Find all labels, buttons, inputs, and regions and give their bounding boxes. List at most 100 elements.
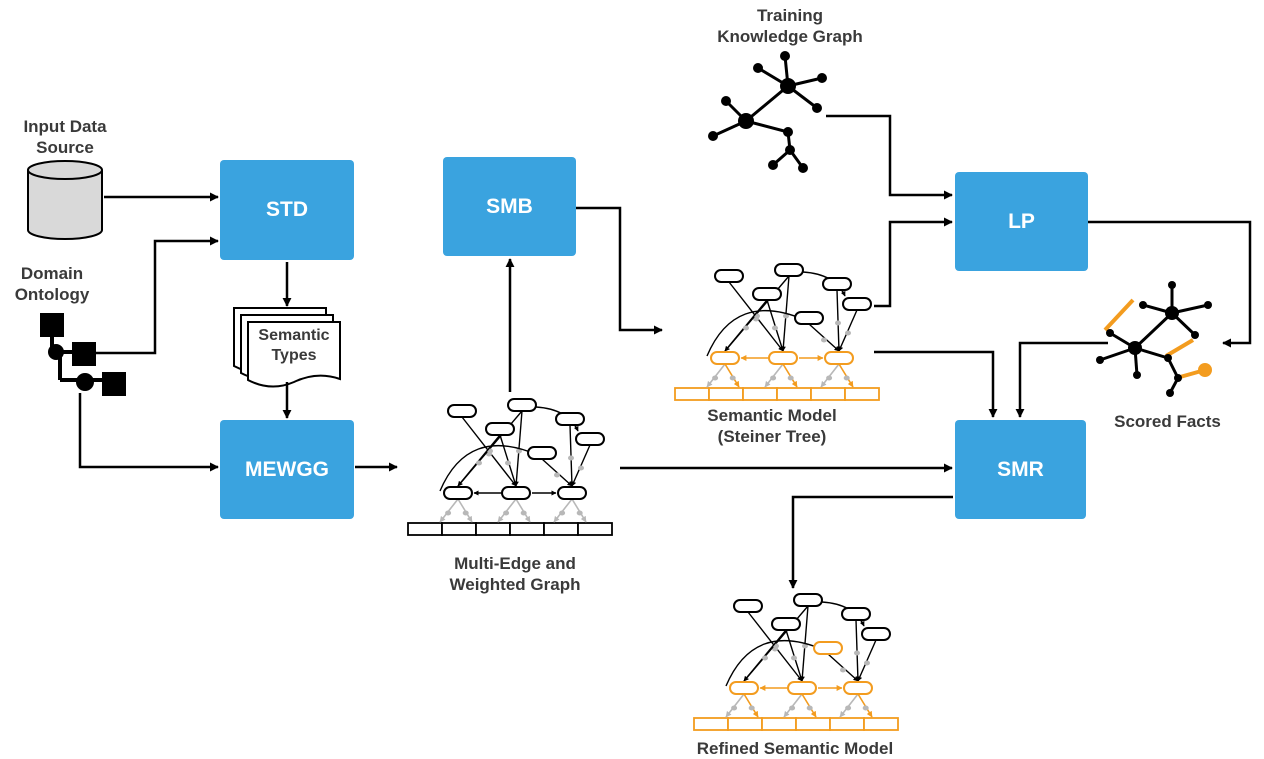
column-cell xyxy=(863,717,899,731)
arrow-facts-to-smr xyxy=(1015,341,1108,418)
smr-module[interactable]: SMR xyxy=(955,420,1086,519)
column-edge xyxy=(782,363,798,388)
arrow-sm-to-lp xyxy=(874,217,953,308)
edge-weight-dot xyxy=(843,375,850,381)
graph-node xyxy=(842,297,872,311)
column-edge xyxy=(801,693,817,718)
input-data-source-line-2: Source xyxy=(36,138,94,157)
std-module-label: STD xyxy=(266,198,308,221)
semantic-types-line-2: Types xyxy=(271,347,317,364)
graph-node xyxy=(752,287,782,301)
column-cell xyxy=(844,387,880,401)
edge-weight-dot xyxy=(845,330,851,336)
multi-edge-graph-line-1: Multi-Edge and xyxy=(454,554,576,573)
mewgg-module-label: MEWGG xyxy=(245,457,329,481)
column-cell xyxy=(708,387,744,401)
arrow-smb-to-sm xyxy=(576,206,663,335)
edge-weight-dot xyxy=(802,643,808,649)
column-edge xyxy=(764,363,784,388)
graph-arc xyxy=(439,444,539,492)
edge-weight-dot xyxy=(845,705,852,711)
graph-node xyxy=(501,486,531,500)
column-edge xyxy=(783,693,803,718)
mewgg-module[interactable]: MEWGG xyxy=(220,420,354,519)
lp-module[interactable]: LP xyxy=(955,172,1088,271)
smb-module-label: SMB xyxy=(486,194,533,218)
graph-node xyxy=(861,627,891,641)
column-edge xyxy=(571,498,587,523)
lp-module-label: LP xyxy=(1008,209,1035,233)
smb-module[interactable]: SMB xyxy=(443,157,576,256)
semantic-types-line-1: Semantic xyxy=(258,327,330,344)
edge-weight-dot xyxy=(748,705,755,711)
column-edge xyxy=(857,693,873,718)
semantic-model-line-2: (Steiner Tree) xyxy=(717,427,827,446)
edge-weight-dot xyxy=(806,705,813,711)
input-data-source-line-1: Input Data xyxy=(23,117,107,136)
training-kg-line-1: Training xyxy=(756,6,824,25)
smr-module-label: SMR xyxy=(997,457,1044,481)
column-cell xyxy=(829,717,865,731)
edge-weight-dot xyxy=(554,472,560,478)
column-edge xyxy=(439,498,459,523)
domain-ontology-line-2: Ontology xyxy=(14,285,90,304)
graph-node xyxy=(813,641,843,655)
column-cell xyxy=(810,387,846,401)
graph-node xyxy=(729,681,759,695)
graph-node xyxy=(555,412,585,426)
column-edge xyxy=(497,498,517,523)
edge-weight-dot xyxy=(445,510,452,516)
scored-facts-label: Scored Facts xyxy=(1114,412,1221,431)
refined-semantic-model-label: Refined Semantic Model xyxy=(696,739,894,758)
multi-edge-graph-diagram xyxy=(407,398,613,536)
edge-weight-dot xyxy=(835,320,841,326)
edge-weight-dot xyxy=(505,460,511,466)
edge-weight-dot xyxy=(559,510,566,516)
edge-weight-dot xyxy=(743,325,749,331)
multi-edge-graph-line-2: Weighted Graph xyxy=(449,575,581,594)
column-cell xyxy=(407,522,443,536)
column-cell xyxy=(441,522,477,536)
graph-node xyxy=(507,398,537,412)
arrow-kg-to-lp xyxy=(826,114,953,200)
column-cell xyxy=(727,717,763,731)
edge-weight-dot xyxy=(821,337,827,343)
semantic-model-diagram xyxy=(674,263,880,401)
graph-node xyxy=(774,263,804,277)
edge-weight-dot xyxy=(772,325,778,331)
edge-weight-dot xyxy=(864,660,870,666)
domain-ontology-label: Domain Ontology xyxy=(0,263,104,305)
edge-weight-dot xyxy=(462,510,469,516)
graph-node xyxy=(575,432,605,446)
edge-weight-dot xyxy=(568,455,574,461)
edge-weight-dot xyxy=(516,448,522,454)
input-data-source-label: Input Data Source xyxy=(5,116,125,158)
edge-weight-dot xyxy=(520,510,527,516)
std-module[interactable]: STD xyxy=(220,160,354,260)
edge-weight-dot xyxy=(503,510,510,516)
training-kg-line-2: Knowledge Graph xyxy=(717,27,863,46)
column-cell xyxy=(543,522,579,536)
edge-weight-dot xyxy=(787,375,794,381)
column-cell xyxy=(475,522,511,536)
graph-node xyxy=(768,351,798,365)
refined-semantic-model-diagram xyxy=(693,593,899,731)
domain-ontology-line-1: Domain xyxy=(20,264,84,283)
arrow-smr-to-rsm xyxy=(788,495,953,589)
graph-node xyxy=(733,599,763,613)
graph-node xyxy=(793,593,823,607)
edge-weight-dot xyxy=(578,465,584,471)
edge-weight-dot xyxy=(789,705,796,711)
edge-weight-dot xyxy=(729,375,736,381)
edge-weight-dot xyxy=(476,460,482,466)
column-edge xyxy=(743,693,759,718)
graph-node xyxy=(714,269,744,283)
column-edge xyxy=(820,363,840,388)
graph-node xyxy=(843,681,873,695)
graph-node xyxy=(824,351,854,365)
graph-node xyxy=(794,311,824,325)
graph-node xyxy=(710,351,740,365)
arrow-sm-to-smr xyxy=(874,350,998,418)
training-kg-label: Training Knowledge Graph xyxy=(680,5,900,47)
